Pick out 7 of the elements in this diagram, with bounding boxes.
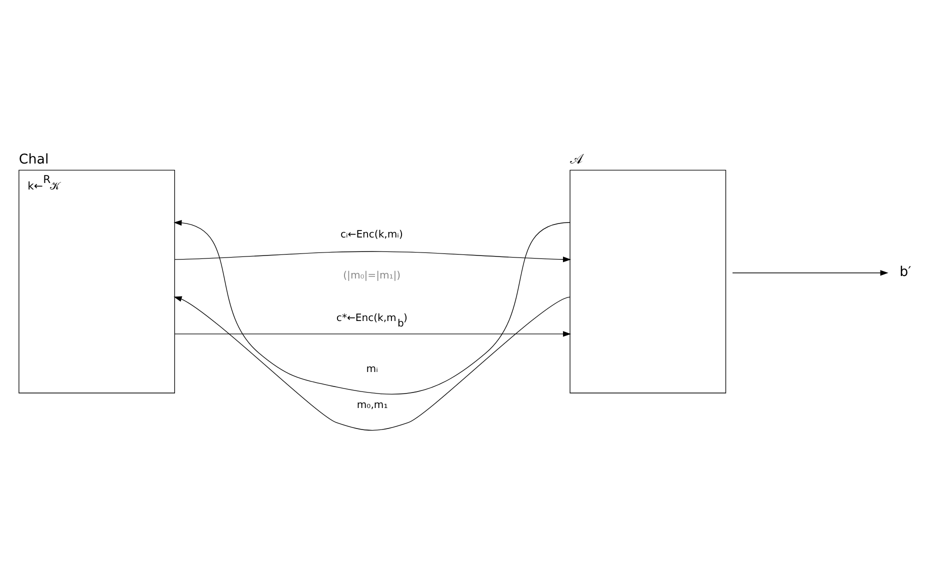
node-label: 𝒜: [570, 152, 582, 168]
edge-label: mᵢ: [366, 364, 378, 376]
edge-label: cᵢ←Enc(k,mᵢ): [340, 229, 402, 240]
node-text: b′: [899, 265, 911, 280]
edge-label: m₀,m₁: [356, 400, 388, 411]
node-label: Chal: [18, 152, 48, 168]
label: (|m₀|=|m₁|): [342, 270, 400, 282]
